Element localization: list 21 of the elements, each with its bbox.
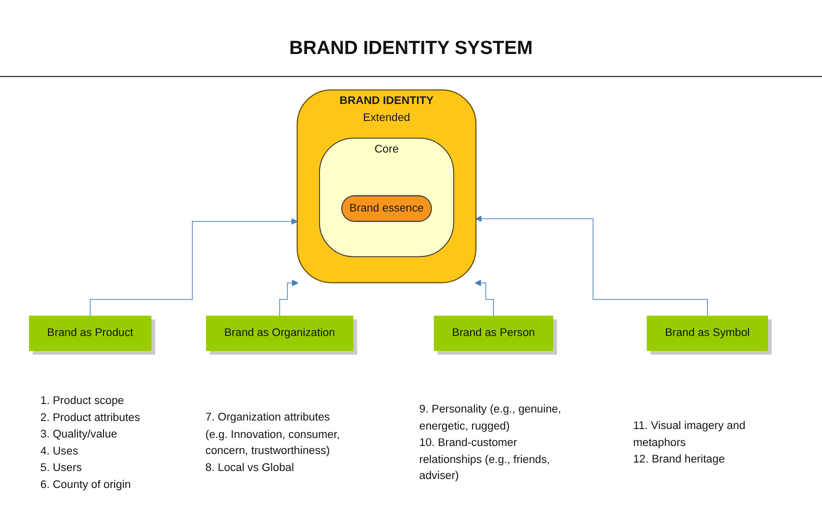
node-label: 12. Brand heritage — [633, 452, 725, 466]
node-box: Brand as Symbol — [646, 316, 768, 351]
arrow — [474, 280, 494, 316]
node-label: 6. County of origin — [40, 478, 131, 491]
node-label: 10. Brand-customer relationships (e.g., friends, adviser) — [419, 436, 550, 482]
arrow — [279, 280, 298, 316]
node-box: Brand as Organization — [206, 316, 354, 351]
node-label: 5. Users — [40, 461, 82, 474]
node-label: 7. Organization attributes (e.g. Innovation, consumer, concern, trustworthiness) — [205, 411, 340, 458]
node-label: 4. Uses — [40, 444, 78, 458]
node-label: 2. Product attributes — [40, 411, 140, 424]
node-box: Brand as Person — [434, 316, 554, 351]
node-label: 11. Visual imagery and metaphors — [633, 419, 746, 449]
node-label: 1. Product scope — [40, 394, 124, 408]
diagram-title: BRAND IDENTITY SYSTEM — [289, 38, 533, 59]
node-label: 8. Local vs Global — [205, 461, 294, 474]
node-box: Brand as Product — [28, 316, 152, 351]
node-label: 3. Quality/value — [40, 428, 118, 440]
arrow — [475, 216, 708, 316]
node-label: 9. Personality (e.g., genuine, energetic, rugged) — [419, 402, 562, 432]
arrow — [90, 218, 298, 316]
